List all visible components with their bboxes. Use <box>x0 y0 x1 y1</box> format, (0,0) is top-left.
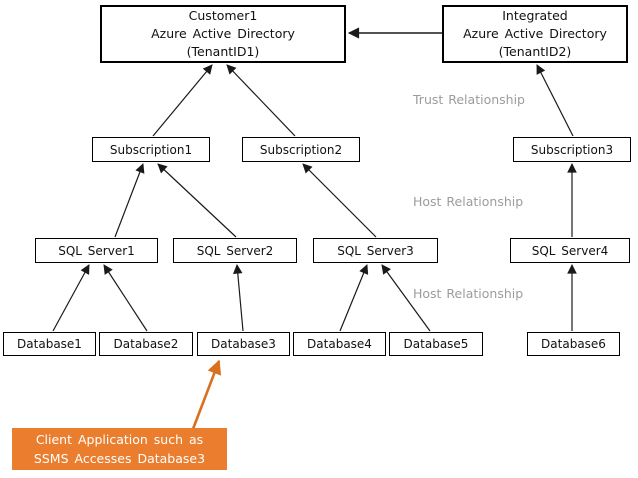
node-integrated-azure-ad: Integrated Azure Active Directory (Tenan… <box>442 5 628 63</box>
node-database1: Database1 <box>3 332 96 356</box>
node-sql-server1: SQL Server1 <box>35 238 158 263</box>
node-database5: Database5 <box>389 332 483 356</box>
edge-database3-to-sqlserver2 <box>233 264 244 332</box>
edge-subscription3-to-integrated-aad <box>536 64 574 137</box>
label-host-relationship-lower: Host Relationship <box>413 286 524 301</box>
edge-sqlserver2-to-subscription1 <box>157 163 237 238</box>
node-sql-server4: SQL Server4 <box>510 238 630 263</box>
edge-sqlserver3-to-subscription2 <box>302 163 377 238</box>
edge-database1-to-sqlserver1 <box>52 264 90 332</box>
node-database3: Database3 <box>197 332 290 356</box>
edge-subscription1-to-customer-aad <box>152 64 213 137</box>
node-database2: Database2 <box>99 332 193 356</box>
node-subscription2: Subscription2 <box>242 137 360 162</box>
label-host-relationship-upper: Host Relationship <box>413 194 524 209</box>
node-subscription1: Subscription1 <box>92 137 210 162</box>
node-database4: Database4 <box>293 332 386 356</box>
node-customer1-azure-ad: Customer1 Azure Active Directory (Tenant… <box>100 5 346 63</box>
node-sql-server3: SQL Server3 <box>313 238 438 263</box>
node-subscription3: Subscription3 <box>513 137 631 162</box>
label-trust-relationship: Trust Relationship <box>413 92 525 107</box>
node-database6: Database6 <box>527 332 620 356</box>
edge-database4-to-sqlserver3 <box>339 264 369 332</box>
edge-sqlserver1-to-subscription1 <box>114 163 145 238</box>
edge-clientapp-to-database3 <box>191 359 222 430</box>
callout-client-application: Client Application such as SSMS Accesses… <box>12 428 227 470</box>
edge-database2-to-sqlserver1 <box>103 264 148 332</box>
node-sql-server2: SQL Server2 <box>173 238 297 263</box>
edge-subscription2-to-customer-aad <box>226 64 296 137</box>
